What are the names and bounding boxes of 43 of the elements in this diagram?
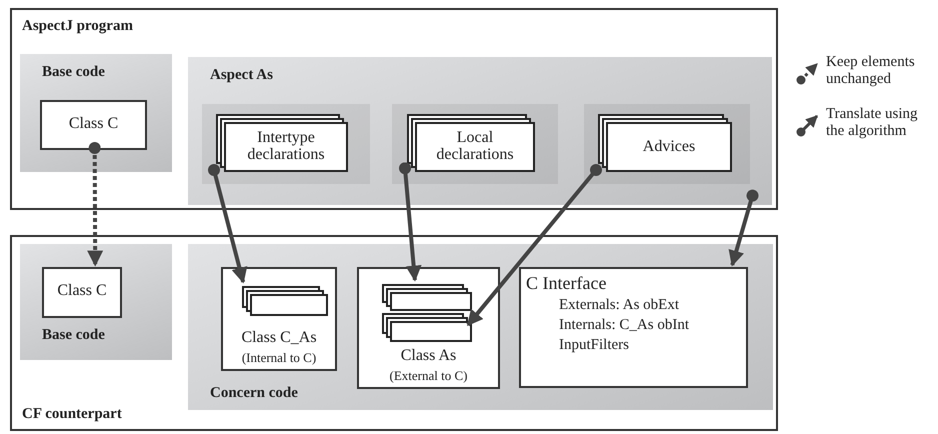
class-box — [42, 267, 122, 318]
diagram-frame — [10, 235, 778, 431]
class-box — [40, 100, 147, 150]
card-label: Intertype declarations — [246, 128, 326, 165]
group-heading: Base code — [42, 64, 105, 81]
group-heading: Base code — [42, 327, 105, 344]
group-panel — [20, 244, 172, 360]
diagram-frame — [10, 8, 778, 210]
group-heading: AspectJ program — [22, 18, 133, 35]
legend-label: Translate using the algorithm — [826, 106, 919, 140]
box-label: Class C — [68, 116, 120, 133]
legend-label: Keep elements unchanged — [826, 54, 916, 88]
stacked-cards — [407, 114, 535, 172]
class-box — [519, 267, 748, 388]
arrow — [728, 190, 758, 267]
group-heading: Concern code — [210, 385, 298, 402]
arrow — [208, 164, 248, 284]
stacked-cards — [382, 313, 472, 342]
group-panel — [188, 244, 773, 410]
interface-title: C Interface — [526, 273, 606, 294]
group-heading: CF counterpart — [22, 406, 122, 423]
group-panel — [188, 57, 772, 205]
interface-member: InputFilters — [559, 337, 629, 354]
class-name: Class As — [400, 348, 458, 365]
class-box — [357, 267, 500, 389]
stacked-cards — [598, 114, 732, 172]
arrow — [399, 162, 422, 282]
stacked-cards — [216, 114, 348, 172]
class-note: (External to C) — [388, 369, 468, 383]
interface-member: Internals: C_As obInt — [559, 317, 689, 334]
class-name: Class C_As — [240, 330, 318, 347]
arrow — [466, 164, 602, 326]
group-panel — [20, 54, 172, 172]
interface-member: Externals: As obExt — [559, 297, 679, 314]
card-label: Advices — [642, 136, 696, 157]
box-label: Class C — [56, 283, 108, 300]
arrow — [87, 142, 104, 267]
stacked-cards — [382, 284, 472, 311]
class-note: (Internal to C) — [240, 351, 318, 365]
group-heading: Aspect As — [210, 67, 273, 84]
stacked-cards — [242, 286, 328, 316]
class-box — [221, 267, 337, 371]
card-label: Local declarations — [435, 128, 515, 165]
